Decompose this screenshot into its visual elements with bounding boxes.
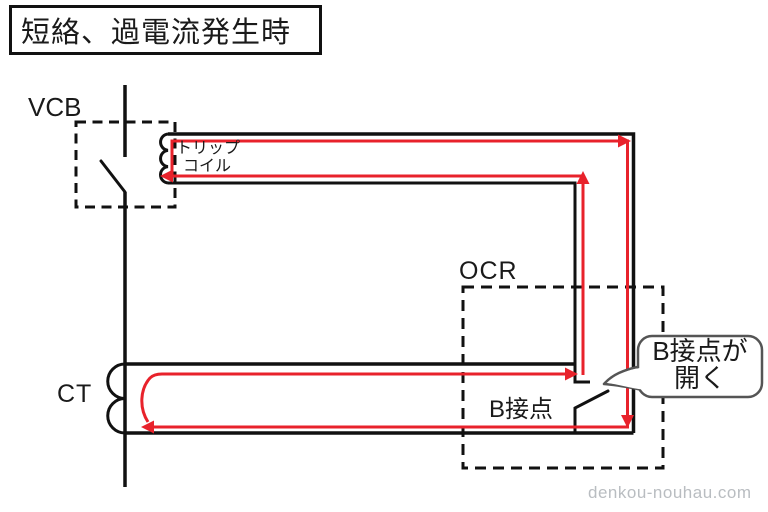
ocr-label: OCR <box>459 257 518 285</box>
b-contact-blade <box>573 389 610 435</box>
trip-coil-label: トリップ コイル <box>176 140 240 176</box>
ct-winding-symbol <box>106 362 126 435</box>
diagram-title: 短絡、過電流発生時 <box>9 5 322 55</box>
trip-circuit-wire-outer <box>168 132 636 433</box>
callout-text-line2: 開く <box>673 363 726 393</box>
b-contact-label: B接点 <box>489 396 554 423</box>
vcb-label: VCB <box>28 92 82 122</box>
callout-bubble <box>636 334 764 399</box>
current-path-ct-return <box>140 372 570 423</box>
arrow-left-icon <box>141 420 154 434</box>
arrow-right-icon <box>565 367 578 381</box>
watermark-text: denkou-nouhau.com <box>588 483 752 502</box>
diagram-title-text: 短絡、過電流発生時 <box>21 17 292 49</box>
trip-circuit-wire-inner <box>168 181 590 384</box>
callout-tail-fill <box>608 367 646 390</box>
arrow-down-icon <box>621 415 634 428</box>
callout-text: B接点が 開く <box>638 338 762 392</box>
arrow-left-icon <box>160 169 173 183</box>
trip-coil-symbol <box>159 132 169 185</box>
vcb-switch-blade <box>99 159 127 194</box>
current-path-to-trip-coil <box>166 174 585 375</box>
ct-label: CT <box>57 380 93 408</box>
arrow-up-icon <box>576 171 590 184</box>
arrow-right-icon <box>618 134 631 148</box>
trip-coil-label-line2: コイル <box>183 158 232 175</box>
callout-text-line1: B接点が <box>652 336 748 366</box>
trip-coil-label-line1: トリップ <box>176 140 241 157</box>
